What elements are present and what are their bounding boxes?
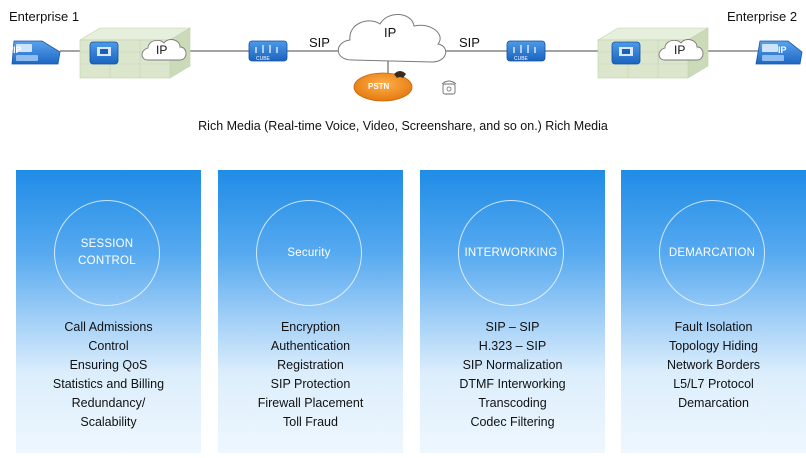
feature-item: Toll Fraud [283,415,338,429]
panel-session-control: SESSION CONTROL Call Admissions Control … [16,170,201,453]
feature-item: Control [88,339,129,353]
feature-item: Redundancy/ [71,396,146,410]
feature-item: Codec Filtering [470,415,555,429]
cube-left-label: CUBE [256,56,270,62]
call-manager-left-icon [89,41,119,65]
feature-item: Ensuring QoS [69,358,148,372]
panel-demarcation: DEMARCATION Fault Isolation Topology Hid… [621,170,806,453]
feature-item: Registration [277,358,344,372]
feature-item: Fault Isolation [674,320,753,334]
feature-item: Transcoding [478,396,547,410]
enterprise-1-label: Enterprise 1 [9,9,80,24]
rich-media-banner-text: Rich Media (Real-time Voice, Video, Scre… [198,119,608,133]
ip-cloud-center-label: IP [384,25,397,40]
cube-right-label: CUBE [514,56,528,62]
ip-phone-right-icon [755,40,803,65]
panel-circle: SESSION CONTROL [54,200,160,306]
pstn-label: PSTN [368,82,390,91]
panel-circle: Security [256,200,362,306]
panel-circle: DEMARCATION [659,200,765,306]
feature-item: SIP Protection [270,377,351,391]
telephone-icon [441,80,457,95]
feature-list: Encryption Authentication Registration S… [218,318,403,432]
pstn-phone-icon [394,71,406,78]
call-manager-right-icon [611,41,641,65]
feature-item: SIP – SIP [485,320,540,334]
phone-left-badge: IP [13,45,22,55]
phone-right-badge: IP [778,45,787,55]
panel-title: INTERWORKING [464,246,558,259]
ip-cloud-right-icon [658,39,704,61]
panel-title: DEMARCATION [668,246,756,259]
feature-list: Call Admissions Control Ensuring QoS Sta… [16,318,201,432]
panel-circle: INTERWORKING [458,200,564,306]
feature-item: Network Borders [666,358,761,372]
pstn-cloud-icon [353,72,413,102]
cube-right-icon [506,40,546,62]
feature-item: Encryption [280,320,341,334]
sip-left-label: SIP [309,35,330,50]
feature-item: H.323 – SIP [478,339,547,353]
ip-phone-left-icon [11,40,61,65]
ip-cloud-center-icon [337,14,447,63]
feature-item: L5/L7 Protocol [673,377,754,391]
feature-item: Demarcation [678,396,749,410]
feature-item: Authentication [270,339,351,353]
feature-list: Fault Isolation Topology Hiding Network … [621,318,806,413]
feature-item: Statistics and Billing [52,377,165,391]
ip-cloud-right-label: IP [674,43,686,57]
feature-item: Call Admissions [64,320,153,334]
feature-item: SIP Normalization [462,358,563,372]
enterprise-2-label: Enterprise 2 [727,9,798,24]
panel-title: Security [287,246,331,259]
feature-item: Topology Hiding [669,339,758,353]
feature-item: Scalability [80,415,137,429]
panel-interworking: INTERWORKING SIP – SIP H.323 – SIP SIP N… [420,170,605,453]
feature-list: SIP – SIP H.323 – SIP SIP Normalization … [420,318,605,432]
feature-item: DTMF Interworking [459,377,566,391]
sip-right-label: SIP [459,35,480,50]
feature-item: Firewall Placement [257,396,364,410]
network-diagram [11,14,803,102]
cube-left-icon [248,40,288,62]
panel-security: Security Encryption Authentication Regis… [218,170,403,453]
ip-cloud-left-label: IP [156,43,168,57]
ip-cloud-left-icon [141,39,187,61]
panel-title: SESSION CONTROL [78,238,136,267]
